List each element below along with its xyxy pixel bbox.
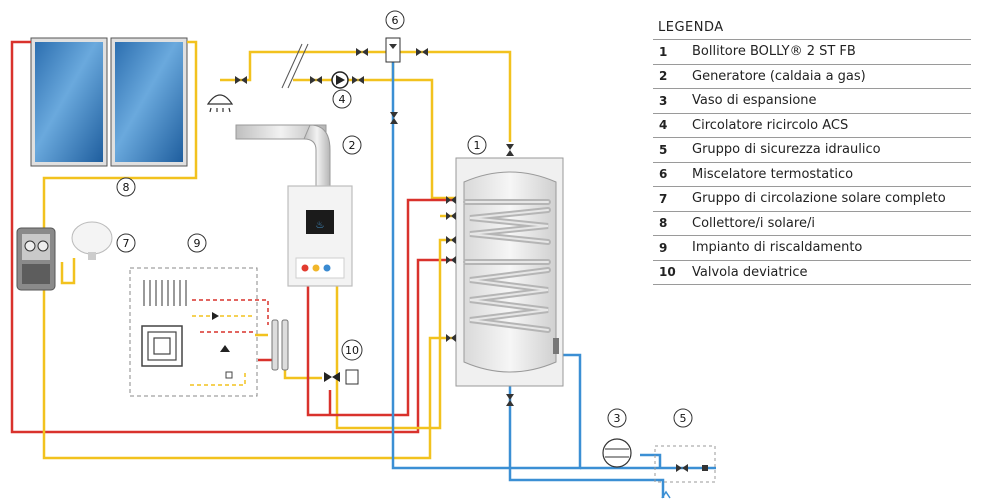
legend-item-number: 1 [659, 44, 668, 59]
svg-text:6: 6 [392, 14, 399, 27]
svg-text:8: 8 [123, 181, 130, 194]
manifold-icon [271, 319, 289, 371]
storage-tank-icon [455, 157, 564, 387]
callout-6: 6 [385, 10, 405, 30]
callout-9: 9 [187, 233, 207, 253]
legend-item: 6 Miscelatore termostatico [653, 163, 971, 187]
expansion-vessel-icon [602, 438, 632, 468]
legend-item: 5 Gruppo di sicurezza idraulico [653, 138, 971, 163]
legend-item-label: Gruppo di circolazione solare completo [692, 191, 946, 207]
svg-text:7: 7 [123, 237, 130, 250]
legend-item-label: Miscelatore termostatico [692, 166, 854, 182]
legend-item: 8 Collettore/i solare/i [653, 212, 971, 236]
callout-5: 5 [673, 408, 693, 428]
svg-text:4: 4 [339, 93, 346, 106]
svg-text:3: 3 [614, 412, 621, 425]
legend-item-label: Generatore (caldaia a gas) [692, 68, 866, 84]
legend-item-number: 7 [659, 191, 668, 206]
valve-icon [235, 48, 514, 406]
callout-4: 4 [332, 89, 352, 109]
callout-2: 2 [342, 135, 362, 155]
legend-item: 4 Circolatore ricircolo ACS [653, 114, 971, 138]
svg-text:2: 2 [349, 139, 356, 152]
legend-item-label: Circolatore ricircolo ACS [692, 117, 849, 133]
legend-item: 2 Generatore (caldaia a gas) [653, 65, 971, 89]
legend: LEGENDA 1 Bollitore BOLLY® 2 ST FB 2 Gener… [653, 16, 971, 285]
legend-item-label: Impianto di riscaldamento [692, 240, 863, 256]
solar-circulation-group-icon [16, 221, 113, 291]
svg-text:5: 5 [680, 412, 687, 425]
legend-item-label: Gruppo di sicurezza idraulico [692, 142, 881, 158]
legend-item-number: 6 [659, 167, 668, 182]
legend-title: LEGENDA [653, 16, 971, 40]
callout-1: 1 [467, 135, 487, 155]
shower-icon [206, 94, 234, 113]
legend-item-number: 9 [659, 240, 668, 255]
legend-list: 1 Bollitore BOLLY® 2 ST FB 2 Generatore (c… [653, 40, 971, 285]
heating-system-icon [129, 267, 269, 397]
legend-item-number: 4 [659, 118, 668, 133]
legend-item: 7 Gruppo di circolazione solare completo [653, 187, 971, 212]
pipe-break-icon [281, 43, 309, 89]
callout-3: 3 [607, 408, 627, 428]
legend-item-label: Collettore/i solare/i [692, 215, 815, 231]
gas-boiler-icon: ♨ [235, 124, 353, 287]
svg-text:10: 10 [345, 344, 359, 357]
svg-text:1: 1 [474, 139, 481, 152]
legend-item-label: Valvola deviatrice [692, 264, 808, 280]
legend-item: 10 Valvola deviatrice [653, 261, 971, 285]
svg-text:♨: ♨ [316, 220, 325, 231]
callout-7: 7 [116, 233, 136, 253]
callout-8: 8 [116, 177, 136, 197]
legend-item-label: Vaso di espansione [692, 93, 817, 109]
solar-collector-icon [30, 37, 188, 167]
legend-item-number: 10 [659, 265, 676, 280]
callout-10: 10 [341, 339, 363, 361]
legend-item-number: 8 [659, 216, 668, 231]
legend-item-number: 3 [659, 93, 668, 108]
safety-group-icon [654, 445, 716, 499]
legend-item-number: 5 [659, 142, 668, 157]
diverter-valve-icon [324, 369, 359, 385]
svg-text:9: 9 [194, 237, 201, 250]
legend-item: 9 Impianto di riscaldamento [653, 236, 971, 261]
legend-item-label: Bollitore BOLLY® 2 ST FB [692, 44, 856, 60]
thermostatic-mixer-icon [385, 37, 401, 63]
pump-icon [331, 71, 364, 89]
legend-item-number: 2 [659, 69, 668, 84]
legend-item: 3 Vaso di espansione [653, 89, 971, 114]
legend-item: 1 Bollitore BOLLY® 2 ST FB [653, 40, 971, 65]
